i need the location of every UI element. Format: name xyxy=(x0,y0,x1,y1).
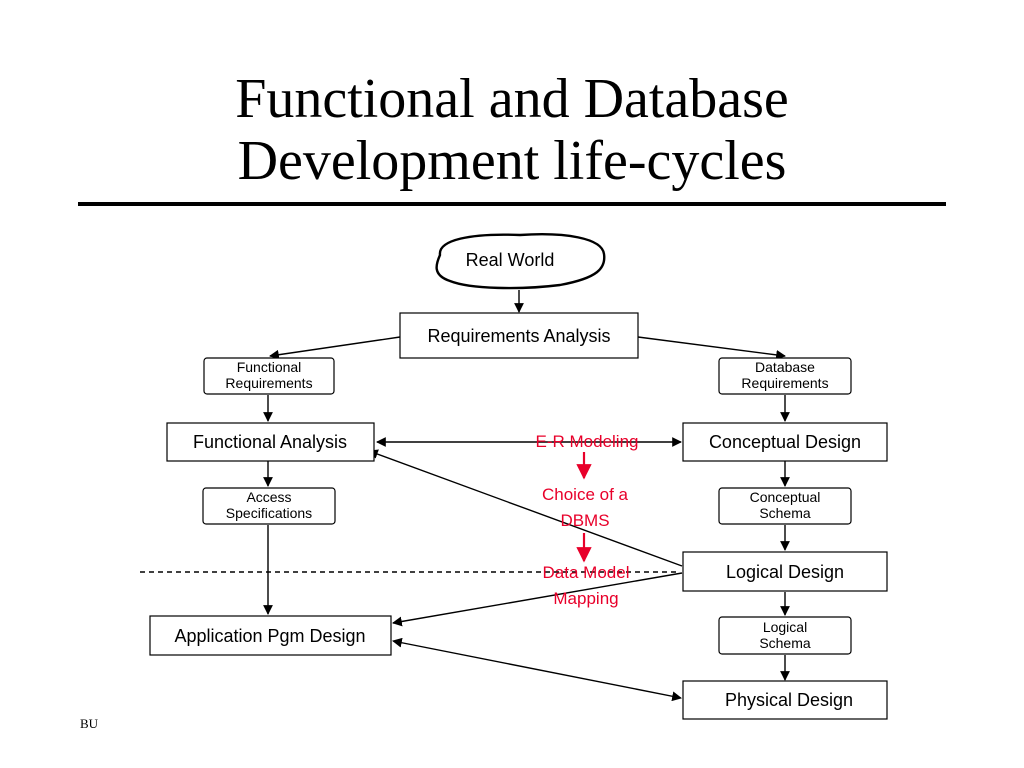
choice-of-dbms-annotation-1: Choice of a xyxy=(542,485,629,504)
conceptual-schema-label-2: Schema xyxy=(759,505,811,521)
logical-design-box: Logical Design xyxy=(682,551,888,592)
er-modeling-annotation: E-R Modeling xyxy=(536,432,639,451)
arrow-logical-to-funcanalysis xyxy=(368,449,683,567)
data-model-mapping-annotation-2: Mapping xyxy=(553,589,618,608)
conceptual-schema-box: Conceptual Schema xyxy=(718,487,852,525)
conceptual-schema-label-1: Conceptual xyxy=(750,489,821,505)
requirements-analysis-box: Requirements Analysis xyxy=(399,312,639,359)
conceptual-design-box: Conceptual Design xyxy=(682,422,888,462)
functional-requirements-label-1: Functional xyxy=(237,359,302,375)
access-specifications-label-1: Access xyxy=(246,489,291,505)
conceptual-design-label: Conceptual Design xyxy=(709,432,861,452)
database-requirements-box: Database Requirements xyxy=(718,357,852,395)
application-pgm-design-label: Application Pgm Design xyxy=(174,626,365,646)
functional-analysis-label: Functional Analysis xyxy=(193,432,347,452)
title-underline xyxy=(78,202,946,206)
data-model-mapping-annotation-1: Data Model xyxy=(543,563,630,582)
functional-requirements-label-2: Requirements xyxy=(225,375,312,391)
database-requirements-label-2: Requirements xyxy=(741,375,828,391)
access-specifications-box: Access Specifications xyxy=(202,487,336,525)
slide-title: Functional and Database Development life… xyxy=(0,68,1024,192)
slide-title-line-1: Functional and Database xyxy=(235,68,789,130)
logical-design-label: Logical Design xyxy=(726,562,844,582)
arrow-logical-to-apppgm xyxy=(392,572,683,627)
application-pgm-design-box: Application Pgm Design xyxy=(149,615,392,656)
logical-schema-label-1: Logical xyxy=(763,619,807,635)
functional-analysis-box: Functional Analysis xyxy=(166,422,375,462)
footer-text: BU xyxy=(80,716,99,731)
choice-of-dbms-annotation-2: DBMS xyxy=(560,511,609,530)
real-world-cloud: Real World xyxy=(435,233,606,290)
physical-design-box: Physical Design xyxy=(682,680,888,720)
requirements-analysis-label: Requirements Analysis xyxy=(427,326,610,346)
arrow-reqanalysis-to-funcreq xyxy=(269,336,401,360)
logical-schema-label-2: Schema xyxy=(759,635,811,651)
logical-schema-box: Logical Schema xyxy=(718,616,852,655)
physical-design-label: Physical Design xyxy=(725,690,853,710)
access-specifications-label-2: Specifications xyxy=(226,505,312,521)
slide-title-line-2: Development life-cycles xyxy=(237,130,787,192)
arrow-apppgm-physical xyxy=(392,637,682,702)
real-world-label: Real World xyxy=(466,250,555,270)
arrow-reqanalysis-to-dbreq xyxy=(637,336,786,360)
database-requirements-label-1: Database xyxy=(755,359,815,375)
functional-requirements-box: Functional Requirements xyxy=(203,357,335,395)
